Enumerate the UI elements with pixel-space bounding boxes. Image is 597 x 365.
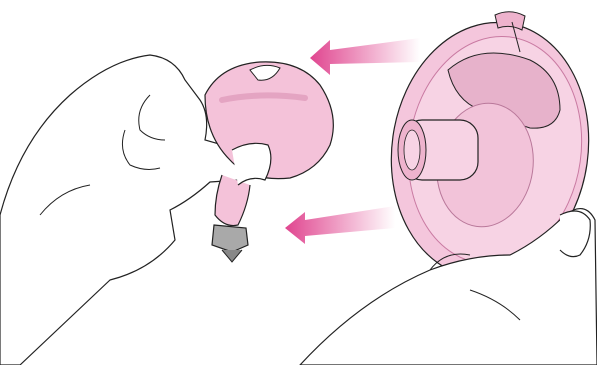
arrow-left-icon (285, 206, 395, 244)
arrow-left-icon (310, 38, 420, 75)
